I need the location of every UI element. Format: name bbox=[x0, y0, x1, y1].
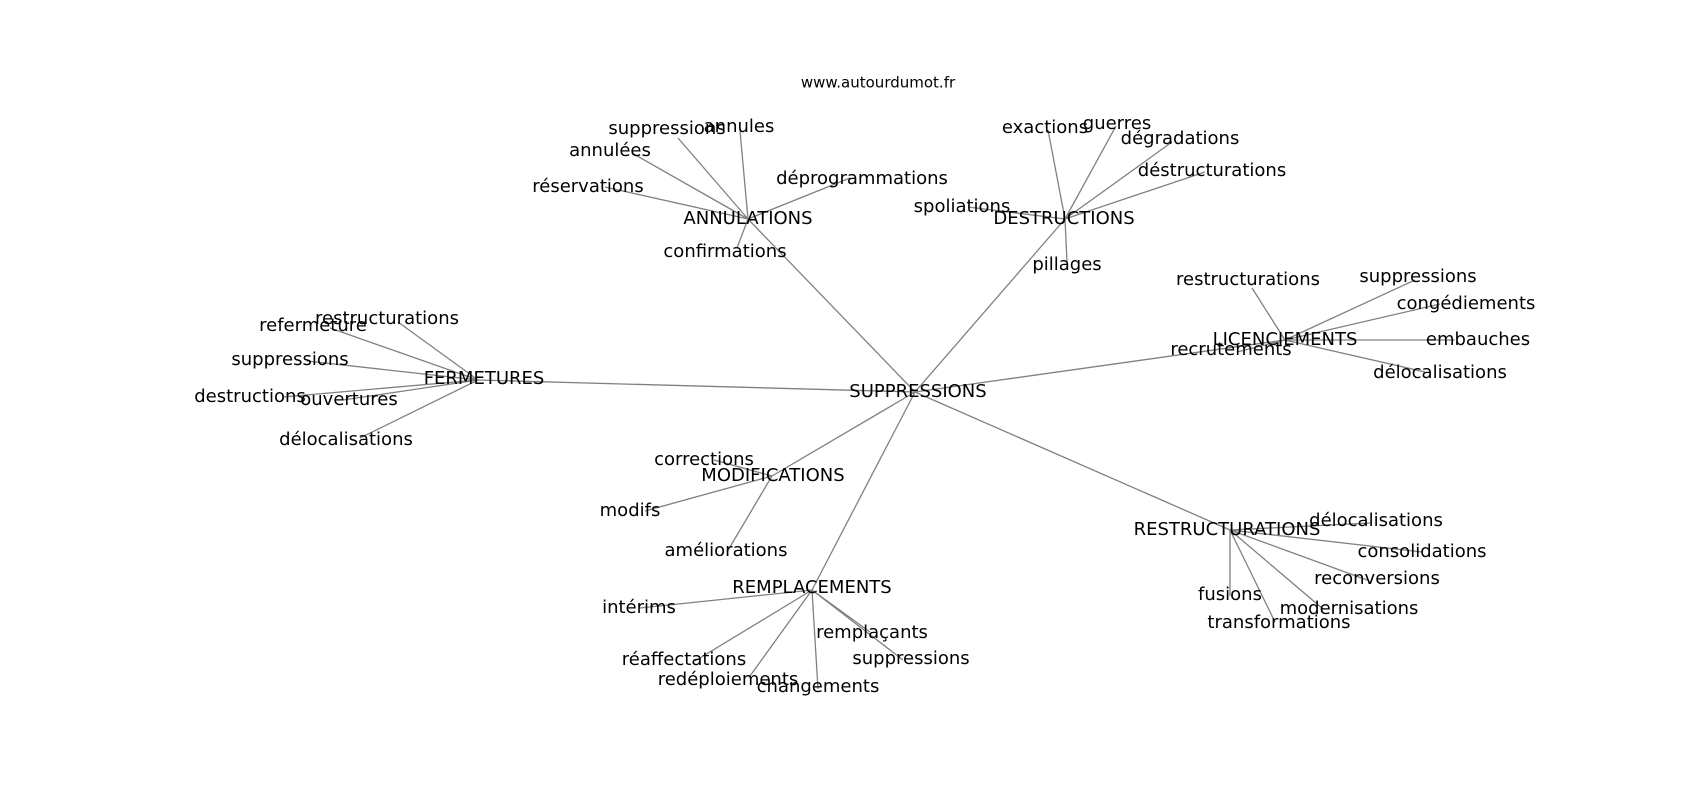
edge-hub-to-word bbox=[1064, 141, 1173, 220]
word-node: améliorations bbox=[665, 540, 788, 561]
word-node: suppressions bbox=[852, 648, 969, 669]
edge-hub-to-word bbox=[726, 475, 773, 553]
word-node: délocalisations bbox=[279, 429, 413, 450]
word-node: reconversions bbox=[1314, 568, 1440, 589]
edge-center-to-hub bbox=[747, 218, 916, 393]
word-node: restructurations bbox=[1176, 269, 1320, 290]
word-node: embauches bbox=[1426, 329, 1530, 350]
edge-hub-to-word bbox=[639, 589, 813, 609]
word-node: intérims bbox=[602, 597, 676, 618]
edge-hub-to-word bbox=[1064, 125, 1117, 220]
edge-hub-to-word bbox=[811, 589, 819, 690]
center-node: SUPPRESSIONS bbox=[849, 381, 986, 402]
word-node: remplaçants bbox=[816, 622, 928, 643]
word-node: restructurations bbox=[315, 308, 459, 329]
edge-hub-to-word bbox=[1229, 529, 1368, 581]
word-node: délocalisations bbox=[1309, 510, 1443, 531]
word-node: redéploiements bbox=[658, 669, 799, 690]
edge-hub-to-word bbox=[1284, 279, 1416, 341]
word-node: suppressions bbox=[231, 349, 348, 370]
edge-hub-to-word bbox=[1229, 522, 1371, 531]
word-node: réaffectations bbox=[622, 649, 746, 670]
word-node: refermeture bbox=[259, 315, 367, 336]
word-node: transformations bbox=[1207, 612, 1350, 633]
word-node: changements bbox=[757, 676, 880, 697]
word-node: modifs bbox=[600, 500, 661, 521]
edge-hub-to-word bbox=[1064, 218, 1068, 263]
hub-node: ANNULATIONS bbox=[683, 208, 812, 229]
word-node: annulées bbox=[569, 140, 651, 161]
word-node: pillages bbox=[1032, 254, 1101, 275]
edge-center-to-hub bbox=[914, 218, 1066, 393]
word-node: congédiements bbox=[1397, 293, 1536, 314]
word-node: suppressions bbox=[1359, 266, 1476, 287]
edge-hub-to-word bbox=[644, 475, 773, 512]
edge-hub-to-word bbox=[359, 379, 479, 439]
word-node: délocalisations bbox=[1373, 362, 1507, 383]
edge-hub-to-word bbox=[282, 379, 479, 398]
word-node: exactions bbox=[1002, 117, 1088, 138]
edge-hub-to-word bbox=[1229, 529, 1324, 610]
edge-hub-to-word bbox=[342, 379, 479, 401]
edge-hub-to-word bbox=[677, 137, 749, 220]
edge-hub-to-word bbox=[306, 360, 479, 381]
edge-hub-to-word bbox=[749, 589, 813, 677]
word-node: dégradations bbox=[1121, 128, 1240, 149]
edge-hub-to-word bbox=[1236, 339, 1286, 353]
edge-hub-to-word bbox=[397, 321, 479, 381]
word-node: ouvertures bbox=[300, 389, 397, 410]
edge-hub-to-word bbox=[1284, 303, 1441, 341]
edge-hub-to-word bbox=[694, 589, 813, 662]
edge-hub-to-word bbox=[1047, 129, 1066, 220]
word-node: corrections bbox=[654, 449, 754, 470]
edge-center-to-hub bbox=[771, 391, 916, 477]
graph-edges bbox=[282, 125, 1455, 690]
word-node: suppressions bbox=[608, 118, 725, 139]
edge-center-to-hub bbox=[811, 391, 916, 591]
word-node: réservations bbox=[532, 176, 643, 197]
word-node: confirmations bbox=[663, 241, 786, 262]
word-node: spoliations bbox=[914, 196, 1011, 217]
edge-hub-to-word bbox=[1284, 339, 1426, 373]
edge-hub-to-word bbox=[739, 130, 749, 220]
edge-hub-to-word bbox=[713, 459, 773, 477]
edge-hub-to-word bbox=[631, 152, 749, 220]
edge-hub-to-word bbox=[1229, 529, 1276, 623]
edge-hub-to-word bbox=[1229, 529, 1423, 553]
hub-node: FERMETURES bbox=[424, 368, 545, 389]
word-node: modernisations bbox=[1280, 598, 1419, 619]
word-node: déprogrammations bbox=[776, 168, 948, 189]
word-node: consolidations bbox=[1357, 541, 1486, 562]
edge-hub-to-word bbox=[747, 177, 851, 220]
hub-node: LICENCIEMENTS bbox=[1213, 329, 1358, 350]
hub-node: DESTRUCTIONS bbox=[993, 208, 1134, 229]
edge-hub-to-word bbox=[736, 218, 749, 249]
site-watermark: www.autourdumot.fr bbox=[801, 74, 956, 92]
word-node: annules bbox=[704, 116, 775, 137]
word-node: destructions bbox=[194, 386, 306, 407]
hub-node: REMPLACEMENTS bbox=[732, 577, 891, 598]
word-node: fusions bbox=[1198, 584, 1262, 605]
word-node: déstructurations bbox=[1138, 160, 1286, 181]
edge-hub-to-word bbox=[1251, 287, 1286, 341]
edge-hub-to-word bbox=[1064, 171, 1206, 220]
edge-hub-to-word bbox=[811, 589, 904, 661]
word-node: recrutements bbox=[1170, 339, 1291, 360]
hub-node: MODIFICATIONS bbox=[701, 465, 844, 486]
edge-center-to-hub bbox=[914, 339, 1286, 393]
edge-hub-to-word bbox=[329, 327, 479, 381]
edge-center-to-hub bbox=[914, 391, 1231, 531]
edge-hub-to-word bbox=[604, 186, 749, 220]
edge-center-to-hub bbox=[477, 379, 916, 393]
edge-hub-to-word bbox=[967, 206, 1066, 220]
hub-node: RESTRUCTURATIONS bbox=[1134, 519, 1321, 540]
word-node: guerres bbox=[1083, 113, 1151, 134]
